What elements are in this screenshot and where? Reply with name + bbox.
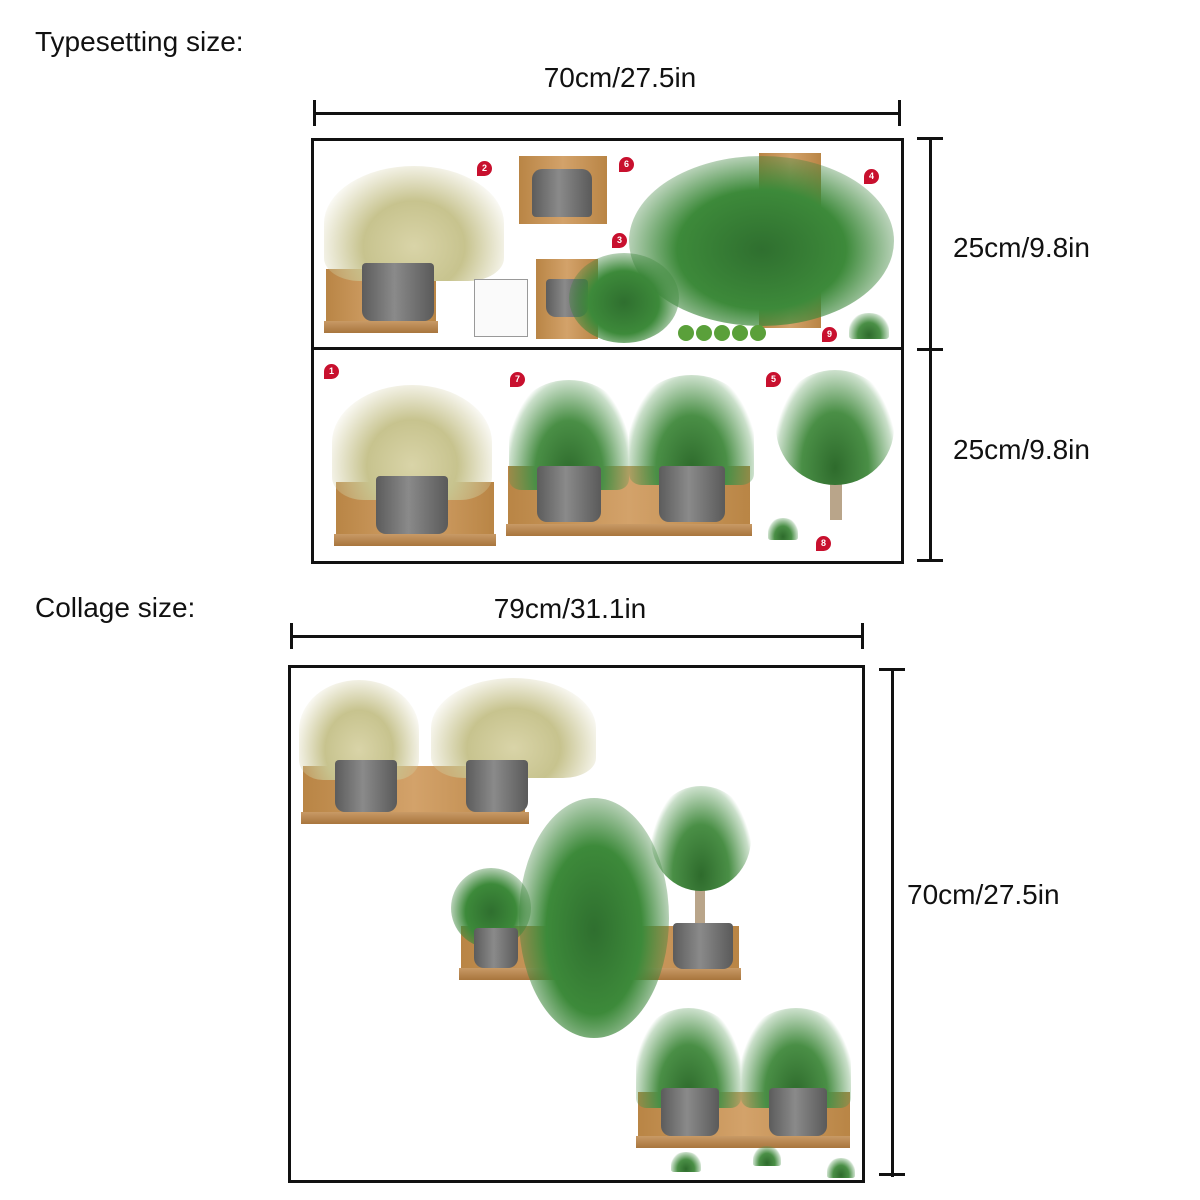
- typesetting-height-tick-middle: [917, 348, 943, 351]
- gray-pot: [673, 923, 733, 969]
- collage-height-tick-top: [879, 668, 905, 671]
- badge-1: 1: [324, 364, 339, 379]
- gray-pot: [376, 476, 448, 534]
- gray-pot: [537, 466, 601, 522]
- collage-width-tick-left: [290, 623, 293, 649]
- badge-8: 8: [816, 536, 831, 551]
- certification-icon: [750, 325, 766, 341]
- typesetting-sheet-top: 2 6 3 4 9: [311, 138, 904, 350]
- small-grass-tuft: [671, 1152, 701, 1172]
- small-grass-tuft: [768, 518, 798, 540]
- badge-5: 5: [766, 372, 781, 387]
- palm-trunk: [695, 878, 705, 926]
- shelf: [324, 321, 438, 333]
- collage-height-tick-bottom: [879, 1173, 905, 1176]
- certification-icon: [678, 325, 694, 341]
- ponytail-palm: [776, 370, 894, 485]
- collage-frame: [288, 665, 865, 1183]
- gray-pot: [335, 760, 397, 812]
- monstera-plant-large: [519, 798, 669, 1038]
- small-grass-tuft: [753, 1146, 781, 1166]
- typesetting-width-label: 70cm/27.5in: [543, 62, 697, 93]
- typesetting-width-line: [313, 112, 901, 115]
- badge-6: 6: [619, 157, 634, 172]
- badge-4: 4: [864, 169, 879, 184]
- typesetting-title: Typesetting size:: [35, 26, 244, 57]
- typesetting-height-tick-bottom: [917, 559, 943, 562]
- shelf: [636, 1136, 850, 1148]
- typesetting-width-tick-right: [898, 100, 901, 126]
- gray-pot: [769, 1088, 827, 1136]
- gray-pot: [362, 263, 434, 321]
- badge-9: 9: [822, 327, 837, 342]
- badge-2: 2: [477, 161, 492, 176]
- gray-pot: [474, 928, 518, 968]
- shelf: [301, 812, 529, 824]
- shelf: [506, 524, 752, 536]
- typesetting-row1-height-label: 25cm/9.8in: [953, 232, 1090, 263]
- certification-icon: [696, 325, 712, 341]
- certification-icon: [732, 325, 748, 341]
- collage-height-label: 70cm/27.5in: [907, 879, 1060, 910]
- monstera-plant-large: [629, 156, 894, 326]
- small-grass-tuft: [849, 313, 889, 339]
- gray-pot: [661, 1088, 719, 1136]
- certification-icon: [714, 325, 730, 341]
- small-grass-tuft: [827, 1158, 855, 1178]
- ponytail-palm: [651, 786, 751, 891]
- layout-thumbnail: [474, 279, 528, 337]
- gray-pot: [659, 466, 725, 522]
- gray-pot-upside-down: [532, 169, 592, 217]
- collage-title: Collage size:: [35, 592, 196, 623]
- collage-width-tick-right: [861, 623, 864, 649]
- typesetting-row2-height-label: 25cm/9.8in: [953, 434, 1090, 465]
- badge-3: 3: [612, 233, 627, 248]
- ornamental-grass-plant: [324, 166, 504, 281]
- badge-7: 7: [510, 372, 525, 387]
- collage-height-line: [891, 669, 894, 1177]
- typesetting-height-tick-top: [917, 137, 943, 140]
- collage-width-line: [290, 635, 864, 638]
- gray-pot: [466, 760, 528, 812]
- shelf: [334, 534, 496, 546]
- collage-width-label: 79cm/31.1in: [493, 593, 647, 624]
- typesetting-sheet-bottom: 1 7 5 8: [311, 347, 904, 564]
- typesetting-width-tick-left: [313, 100, 316, 126]
